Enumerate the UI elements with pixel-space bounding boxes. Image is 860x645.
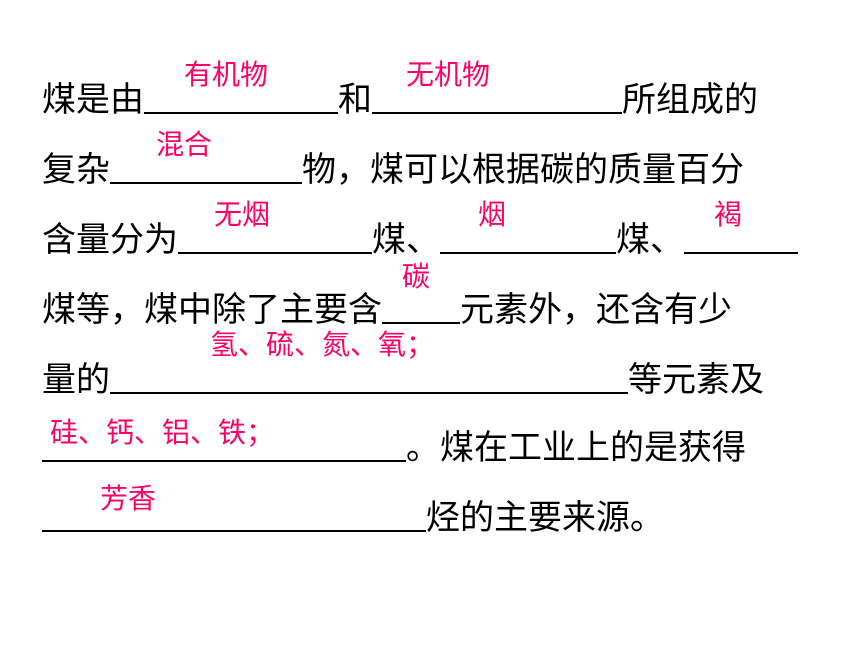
- answer-blank: 褐: [684, 198, 798, 268]
- text-segment: 所组成的: [622, 80, 758, 120]
- answer-text: 无烟: [214, 198, 271, 231]
- text-segment: 和: [338, 80, 372, 120]
- answer-text: 硅、钙、铝、铁；: [50, 416, 275, 449]
- text-line-2: 复杂 混合物，煤可以根据碳的质量百分: [42, 128, 842, 198]
- answer-text: 有机物: [184, 58, 269, 91]
- answer-blank: 无烟: [178, 198, 372, 268]
- text-line-7: 芳香 烃的主要来源。: [42, 482, 842, 546]
- answer-blank: 无机物: [372, 58, 622, 128]
- answer-text: 混合: [156, 128, 213, 161]
- answer-blank: 碳: [382, 260, 460, 338]
- text-segment: 。煤在工业上的是获得: [406, 428, 746, 468]
- text-segment: 等元素及: [628, 360, 764, 400]
- text-segment: 复杂: [42, 150, 110, 190]
- text-segment: 煤、: [616, 220, 684, 260]
- text-line-5: 量的 氢、硫、氮、氧； 等元素及: [42, 328, 842, 408]
- answer-blank: 氢、硫、氮、氧；: [110, 328, 628, 408]
- answer-blank: 烟: [440, 198, 616, 268]
- text-segment: 元素外，还含有少: [460, 290, 732, 330]
- text-segment: 烃的主要来源。: [426, 498, 664, 538]
- text-segment: 物，煤可以根据碳的质量百分: [302, 150, 744, 190]
- answer-blank: 硅、钙、铝、铁；: [42, 416, 406, 476]
- answer-text: 烟: [478, 198, 507, 231]
- answer-text: 氢、硫、氮、氧；: [210, 328, 435, 361]
- answer-blank: 混合: [110, 128, 302, 198]
- text-line-4: 煤等，煤中除了主要含碳元素外，还含有少: [42, 260, 842, 338]
- text-segment: 煤、: [372, 220, 440, 260]
- text-line-1: 煤是由 有机物和 无机物所组成的: [42, 58, 842, 128]
- text-segment: 量的: [42, 360, 110, 400]
- text-segment: 煤是由: [42, 80, 144, 120]
- answer-text: 芳香: [100, 482, 157, 515]
- text-line-6: 硅、钙、铝、铁； 。煤在工业上的是获得: [42, 416, 842, 476]
- text-segment: 含量分为: [42, 220, 178, 260]
- answer-text: 碳: [402, 260, 431, 293]
- answer-blank: 有机物: [144, 58, 338, 128]
- answer-text: 无机物: [406, 58, 491, 91]
- text-line-3: 含量分为无烟煤、烟煤、褐: [42, 198, 842, 268]
- text-segment: 煤等，煤中除了主要含: [42, 290, 382, 330]
- answer-text: 褐: [714, 198, 743, 231]
- answer-blank: 芳香: [42, 482, 426, 546]
